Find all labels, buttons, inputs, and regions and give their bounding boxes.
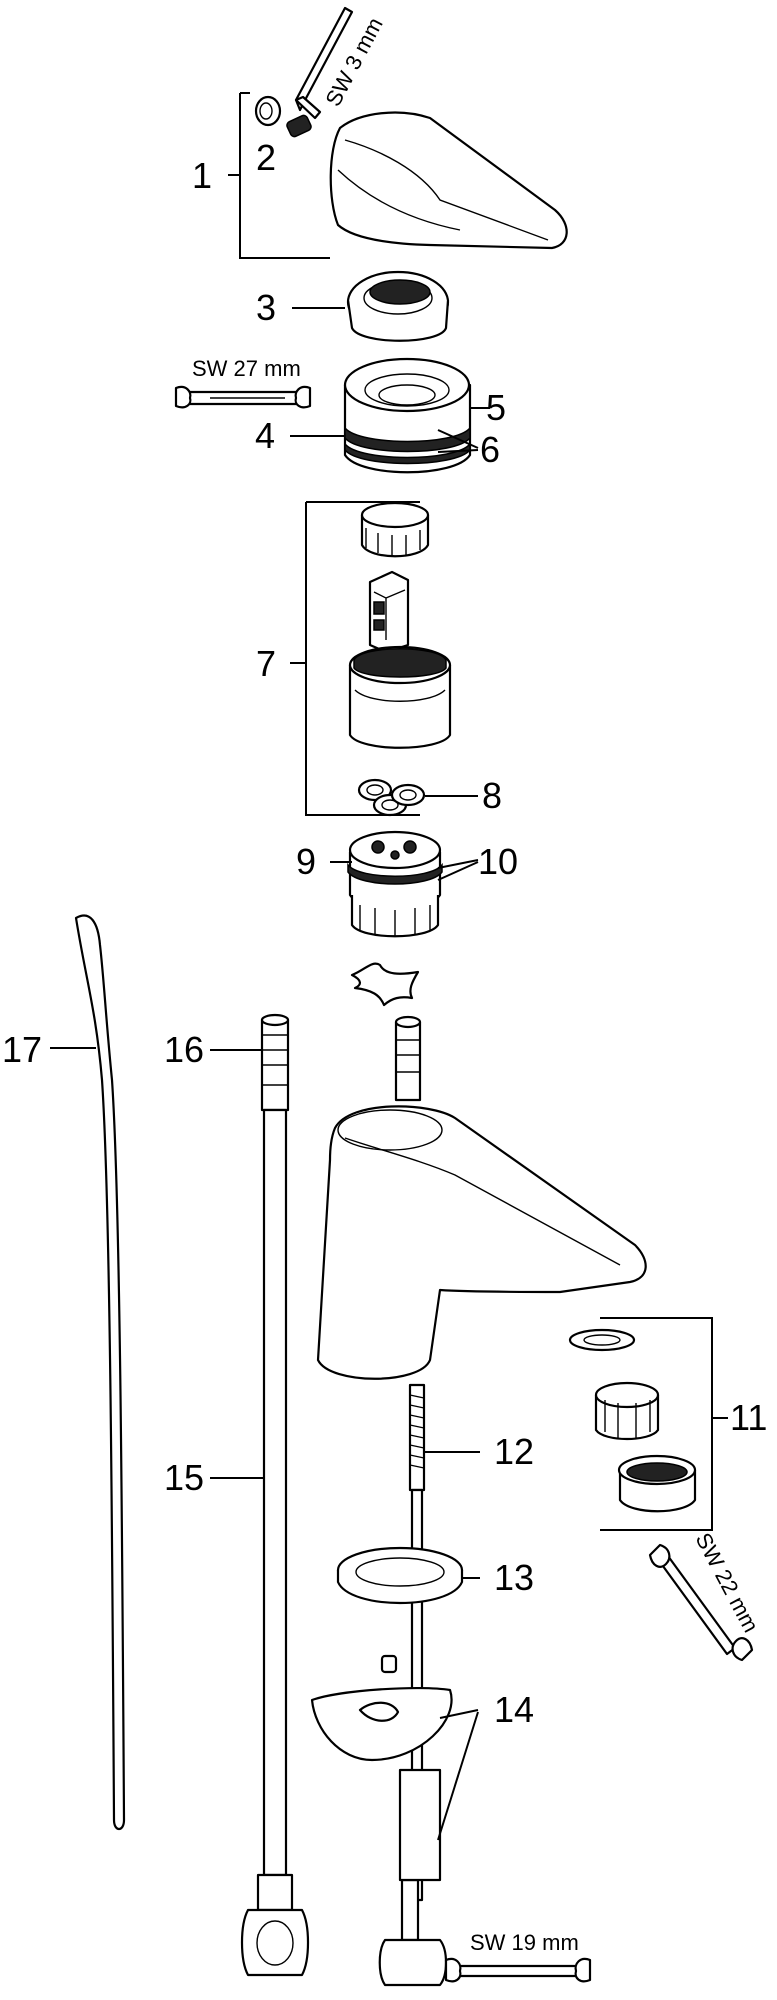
part-3-cover-ring: [292, 270, 450, 342]
label-part-10: 10: [478, 841, 518, 882]
part-13-washer: [336, 1546, 480, 1604]
label-sw-27: SW 27 mm: [192, 356, 301, 381]
label-part-16: 16: [164, 1029, 204, 1070]
label-part-8: 8: [482, 775, 502, 816]
star-clip: [350, 962, 420, 1007]
faucet-body: [316, 1015, 647, 1380]
label-part-11: 11: [730, 1397, 767, 1438]
label-part-7: 7: [256, 643, 276, 684]
label-part-6: 6: [480, 429, 500, 470]
part-11-aerator: [568, 1317, 728, 1531]
label-part-5: 5: [486, 387, 506, 428]
label-part-14: 14: [494, 1689, 534, 1730]
part-15-hose: [210, 1013, 310, 1977]
part-number-labels: 1 2 3 4 5 6 7 8 9 10 11 12 13 14 15 16 1…: [2, 137, 767, 1730]
label-part-13: 13: [494, 1557, 534, 1598]
label-sw-19: SW 19 mm: [470, 1930, 579, 1955]
label-part-15: 15: [164, 1457, 204, 1498]
wrench-sw-22-icon: [648, 1543, 754, 1662]
part-9-base: [330, 830, 479, 938]
label-part-12: 12: [494, 1431, 534, 1472]
label-part-3: 3: [256, 287, 276, 328]
part-8-seals: [357, 778, 478, 817]
label-part-2: 2: [256, 137, 276, 178]
part-7-cartridge: [290, 501, 452, 816]
label-part-9: 9: [296, 841, 316, 882]
part-1-handle-assembly: [228, 6, 568, 259]
part-14-fixing-set: [310, 1654, 479, 1987]
part-4-nut: [290, 357, 490, 474]
part-17-strip: [50, 914, 126, 1831]
label-part-4: 4: [255, 415, 275, 456]
wrench-sw-27-icon: [174, 385, 312, 409]
label-part-17: 17: [2, 1029, 42, 1070]
label-sw-3: SW 3 mm: [320, 13, 387, 110]
label-part-1: 1: [192, 155, 212, 196]
wrench-sw-19-icon: [444, 1957, 592, 1983]
